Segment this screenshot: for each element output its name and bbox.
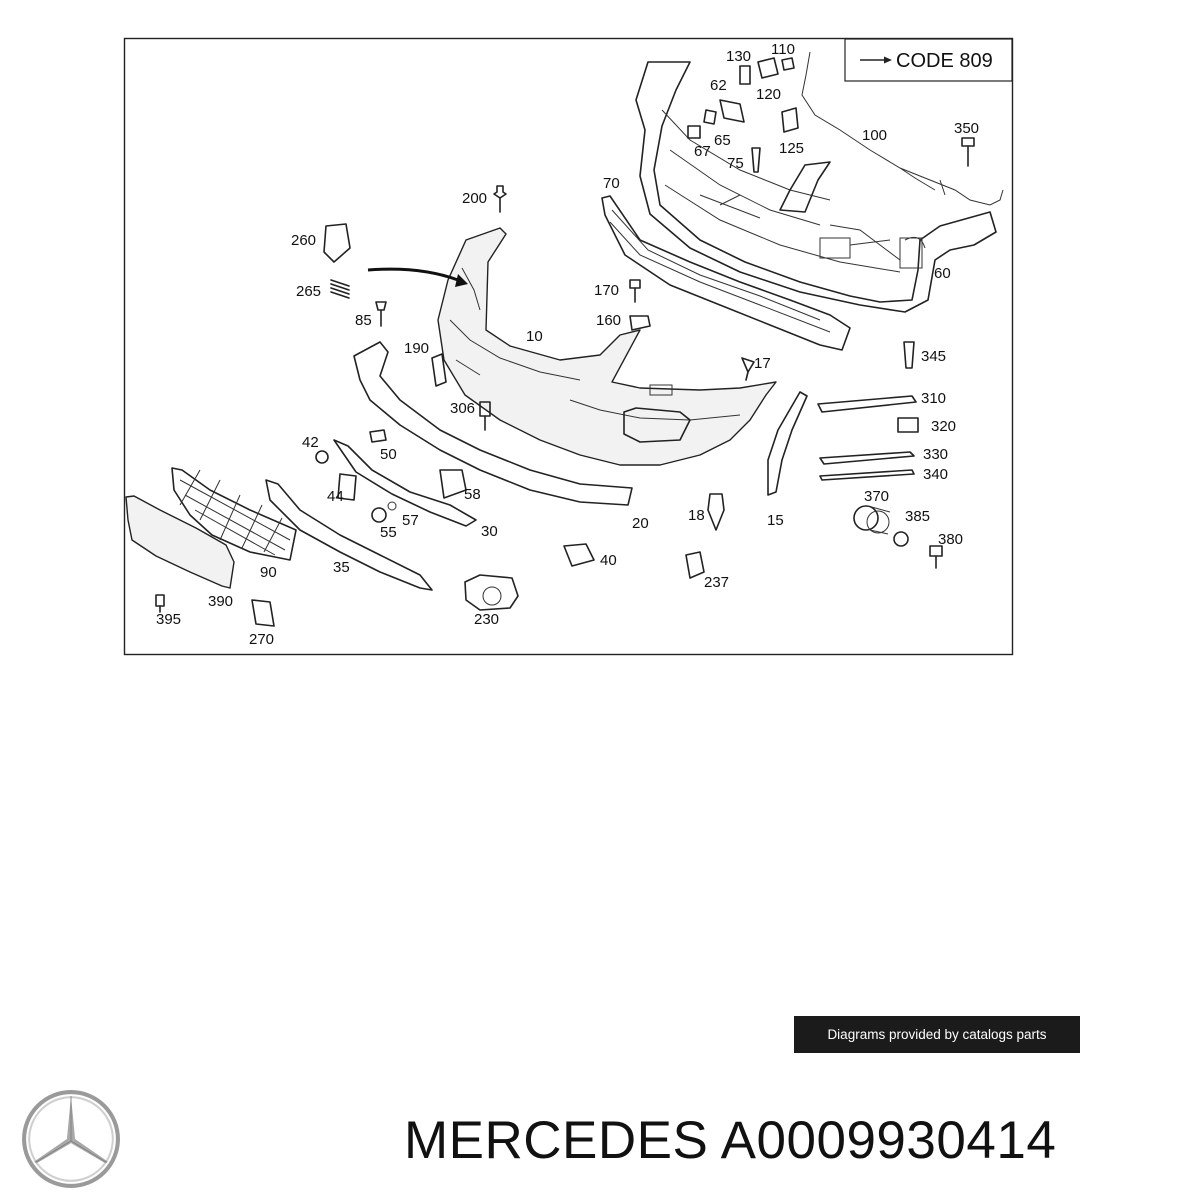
callout: 350 [954, 120, 979, 137]
fasteners [155, 57, 975, 627]
part-90-grille [171, 467, 297, 561]
callout: 370 [864, 488, 889, 505]
callout: 10 [526, 328, 543, 345]
part-330-strip [819, 451, 915, 465]
callout: 270 [249, 631, 274, 648]
callout: 40 [600, 552, 617, 569]
callout: 90 [260, 564, 277, 581]
callout: 15 [767, 512, 784, 529]
callout: 42 [302, 434, 319, 451]
callout: 60 [934, 265, 951, 282]
callout: 310 [921, 390, 946, 407]
callout: 130 [726, 48, 751, 65]
callout: 18 [688, 507, 705, 524]
callout: 85 [355, 312, 372, 329]
callout: 67 [694, 143, 711, 160]
callout: 230 [474, 611, 499, 628]
part-100-wiring-harness [801, 51, 1004, 206]
callout: 125 [779, 140, 804, 157]
parts-diagram: CODE 809 [123, 37, 1014, 656]
callout: 70 [603, 175, 620, 192]
part-340-strip [819, 469, 915, 481]
callout: 170 [594, 282, 619, 299]
callout: 120 [756, 86, 781, 103]
part-15-trim-strip [767, 391, 808, 496]
callout: 62 [710, 77, 727, 94]
part-number-caption: MERCEDES A0009930414 [404, 1111, 1057, 1170]
callout: 395 [156, 611, 181, 628]
part-10-bumper-cover [437, 227, 777, 466]
part-385-washer [893, 531, 909, 547]
pointer-arrowhead [455, 274, 468, 287]
callout: 345 [921, 348, 946, 365]
part-230-fog-cover [464, 574, 519, 611]
part-310-strip [817, 395, 917, 413]
callout: 330 [923, 446, 948, 463]
arrow-right-icon [860, 56, 892, 64]
callout: 237 [704, 574, 729, 591]
part-390-plate-holder [125, 495, 235, 589]
callout: 20 [632, 515, 649, 532]
callout: 200 [462, 190, 487, 207]
callout: 320 [931, 418, 956, 435]
callout: 44 [327, 488, 344, 505]
part-70-bumper-beam [601, 195, 851, 351]
mercedes-star-icon [22, 1090, 120, 1188]
pointer-arrow [367, 267, 459, 282]
callout: 260 [291, 232, 316, 249]
part-30-chrome-strip [333, 439, 477, 527]
callout: 35 [333, 559, 350, 576]
part-60-support-frame [635, 61, 997, 313]
callout: 17 [754, 355, 771, 372]
callout: 57 [402, 512, 419, 529]
callout: 265 [296, 283, 321, 300]
callout: 390 [208, 593, 233, 610]
callout: 385 [905, 508, 930, 525]
callout: 75 [727, 155, 744, 172]
callout: 65 [714, 132, 731, 149]
callout: 55 [380, 524, 397, 541]
callout: 380 [938, 531, 963, 548]
callout: 160 [596, 312, 621, 329]
part-20-lower-spoiler [353, 341, 633, 506]
diagram-frame [123, 37, 1014, 656]
callouts: 130 110 120 62 65 67 75 125 100 350 70 2… [156, 41, 979, 648]
part-380-bolt [929, 545, 943, 569]
part-35-lower-strip [265, 479, 433, 591]
callout: 340 [923, 466, 948, 483]
callout: 50 [380, 446, 397, 463]
callout: 190 [404, 340, 429, 357]
callout: 30 [481, 523, 498, 540]
callout: 100 [862, 127, 887, 144]
part-370-sensor-holder [853, 505, 891, 535]
credit-banner: Diagrams provided by catalogs parts [794, 1016, 1080, 1053]
callout: 58 [464, 486, 481, 503]
callout: 306 [450, 400, 475, 417]
code-label: CODE 809 [896, 50, 993, 72]
callout: 110 [771, 41, 795, 58]
